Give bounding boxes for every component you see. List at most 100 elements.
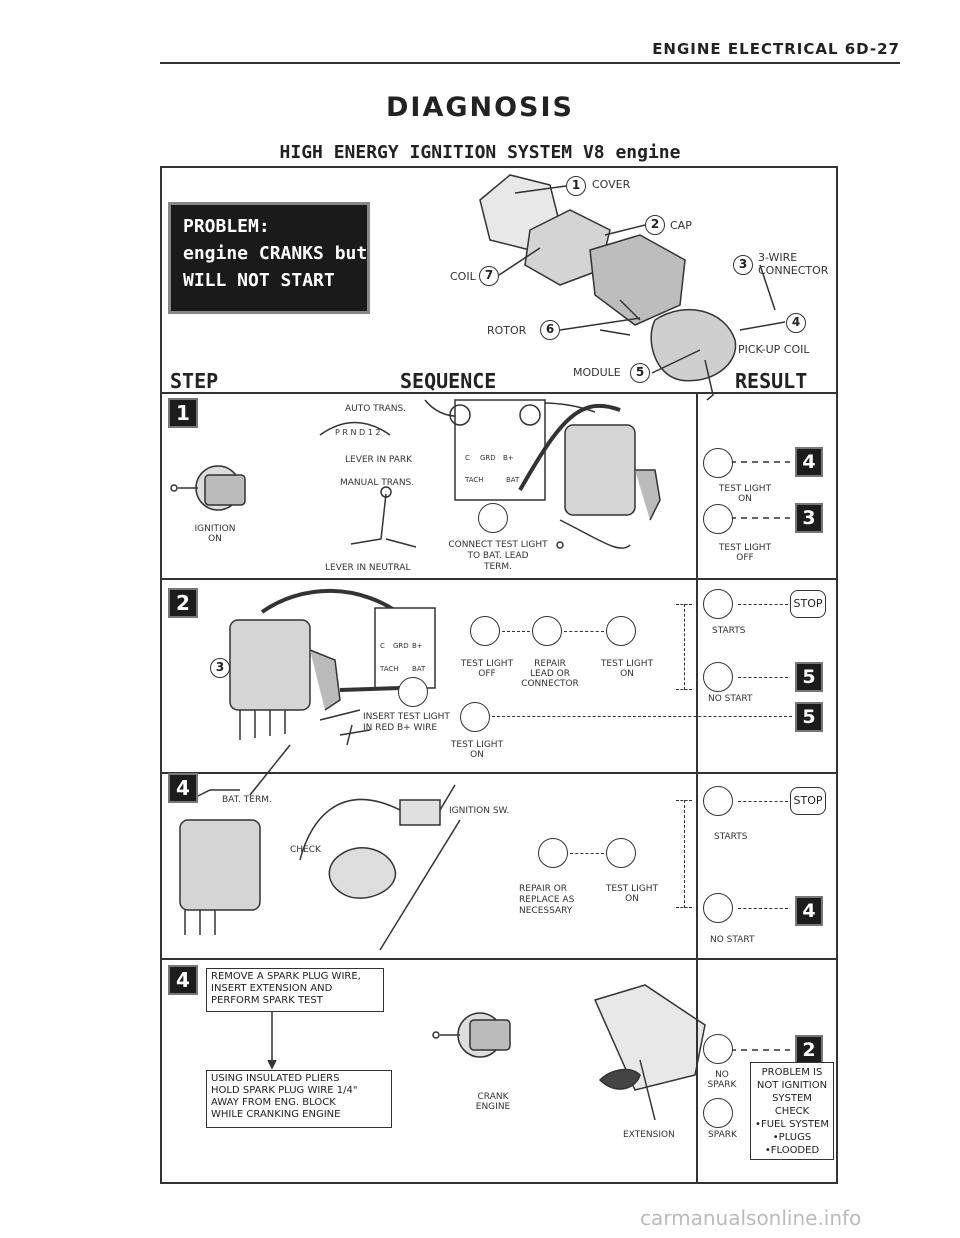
no-spark-label: NO SPARK — [707, 1070, 737, 1090]
part-number-pickup-coil: 4 — [786, 313, 806, 333]
step1-result-on-badge: 4 — [795, 447, 823, 477]
part-number-cap: 2 — [645, 215, 665, 235]
connect-test-light-label: CONNECT TEST LIGHT TO BAT. LEAD TERM. — [448, 540, 548, 572]
term-bat: BAT — [506, 476, 520, 484]
page-title: DIAGNOSIS — [385, 92, 574, 123]
problem-line-3: WILL NOT START — [183, 270, 335, 291]
step2-part-number: 3 — [210, 658, 230, 678]
term-grd: GRD — [480, 454, 496, 462]
step2-test-light-plug-icon — [398, 677, 428, 707]
manual-trans-label: MANUAL TRANS. — [340, 478, 415, 488]
distributor-step3-illustration — [179, 789, 261, 935]
step2-badge: 2 — [168, 588, 198, 618]
page-subtitle: HIGH ENERGY IGNITION SYSTEM V8 engine — [279, 142, 681, 163]
step2-test-light-on-label: TEST LIGHT ON — [600, 659, 654, 679]
step3-badge: 4 — [168, 773, 198, 803]
step3-bracket-bottom — [676, 907, 692, 908]
step2-no-start-icon — [703, 662, 733, 692]
column-step: STEP — [170, 369, 219, 393]
no-spark-icon — [703, 1034, 733, 1064]
distributor-step2-illustration — [229, 619, 341, 740]
part-label-pickup-coil: PICK-UP COIL — [738, 343, 810, 356]
step1-result-on-label: TEST LIGHT ON — [718, 484, 772, 504]
column-result: RESULT — [735, 369, 808, 393]
part-number-module: 5 — [630, 363, 650, 383]
part-label-rotor: ROTOR — [487, 324, 527, 337]
step2-dash-2 — [564, 631, 604, 632]
step3-repair-wrench-icon — [538, 838, 568, 868]
step2-bracket-bottom — [676, 689, 692, 690]
step2-term-grd: GRD — [393, 642, 409, 650]
step3-test-light-on-label: TEST LIGHT ON — [605, 884, 659, 904]
part-label-cover: COVER — [592, 178, 631, 191]
step2-test-light-off-label: TEST LIGHT OFF — [460, 659, 514, 679]
step3-result-badge: 4 — [795, 896, 823, 926]
insulated-pliers-box: USING INSULATED PLIERS HOLD SPARK PLUG W… — [206, 1070, 392, 1128]
step3-starts-dash — [738, 801, 788, 802]
term-bplus: B+ — [503, 454, 514, 462]
watermark: carmanualsonline.info — [640, 1206, 862, 1230]
step2-test-light-on2-label: TEST LIGHT ON — [450, 740, 504, 760]
step2-no-start-label: NO START — [708, 694, 753, 704]
step2-starts-icon — [703, 589, 733, 619]
diagram-frame — [160, 166, 838, 1184]
crank-engine-label: CRANK ENGINE — [475, 1092, 511, 1112]
auto-trans-label: AUTO TRANS. — [345, 404, 407, 414]
spark-test-box: REMOVE A SPARK PLUG WIRE, INSERT EXTENSI… — [206, 968, 384, 1012]
step2-dash-1 — [502, 631, 530, 632]
step1-badge: 1 — [168, 398, 198, 428]
step3-dash — [570, 853, 604, 854]
engine-block-illustration — [593, 984, 706, 1121]
step2-test-light-off-icon — [470, 616, 500, 646]
problem-line-2: engine CRANKS but — [183, 243, 368, 264]
step2-term-bat: BAT — [412, 665, 426, 673]
step2-no-start-dash — [738, 677, 788, 678]
lever-park-label: LEVER IN PARK — [345, 455, 413, 465]
ignition-key-illustration — [170, 465, 246, 511]
step3-bracket-top — [676, 800, 692, 801]
insert-test-light-label: INSERT TEST LIGHT IN RED B+ WIRE — [363, 712, 450, 733]
step3-vdash — [684, 800, 685, 908]
extension-label: EXTENSION — [623, 1130, 675, 1140]
not-ignition-note: PROBLEM IS NOT IGNITION SYSTEM CHECK •FU… — [750, 1062, 834, 1160]
part-number-rotor: 6 — [540, 320, 560, 340]
test-light-plug-icon — [478, 503, 508, 533]
problem-box: PROBLEM: engine CRANKS but WILL NOT STAR… — [168, 202, 370, 314]
distributor-exploded-illustration — [479, 174, 737, 401]
step2-test-light-on2-icon — [460, 702, 490, 732]
part-number-connector: 3 — [733, 255, 753, 275]
step2-result-badge-b: 5 — [795, 702, 823, 732]
step3-starts-label: STARTS — [714, 832, 748, 842]
spark-icon — [703, 1098, 733, 1128]
part-label-cap: CAP — [670, 219, 692, 232]
part-label-connector: 3-WIRE CONNECTOR — [758, 251, 829, 277]
step4-badge: 4 — [168, 965, 198, 995]
ignition-sw-label: IGNITION SW. — [449, 806, 510, 816]
step3-no-start-label: NO START — [710, 935, 755, 945]
step3-starts-icon — [703, 786, 733, 816]
step2-divider — [162, 772, 837, 774]
step3-no-start-icon — [703, 893, 733, 923]
test-light-off-icon — [703, 504, 733, 534]
part-label-coil: COIL — [450, 270, 476, 283]
step3-stop-sign: STOP — [790, 787, 826, 815]
lever-neutral-label: LEVER IN NEUTRAL — [325, 563, 411, 573]
step2-vdash — [684, 604, 685, 690]
repair-wrench-icon — [532, 616, 562, 646]
problem-line-1: PROBLEM: — [183, 216, 270, 237]
step2-starts-label: STARTS — [712, 626, 746, 636]
step3-divider — [162, 958, 837, 960]
step4-no-spark-badge: 2 — [795, 1035, 823, 1065]
step2-dash-long — [492, 716, 792, 717]
step2-test-light-on-icon — [606, 616, 636, 646]
prnd-label: P R N D 1 2 — [335, 428, 381, 437]
step2-stop-sign: STOP — [790, 590, 826, 618]
step3-test-light-on-icon — [606, 838, 636, 868]
crank-key-illustration — [432, 1012, 511, 1058]
result-column-divider — [696, 392, 698, 1182]
term-c: C — [465, 454, 470, 462]
step3-no-start-dash — [738, 908, 788, 909]
part-label-module: MODULE — [573, 366, 621, 379]
check-label: CHECK — [290, 845, 321, 855]
